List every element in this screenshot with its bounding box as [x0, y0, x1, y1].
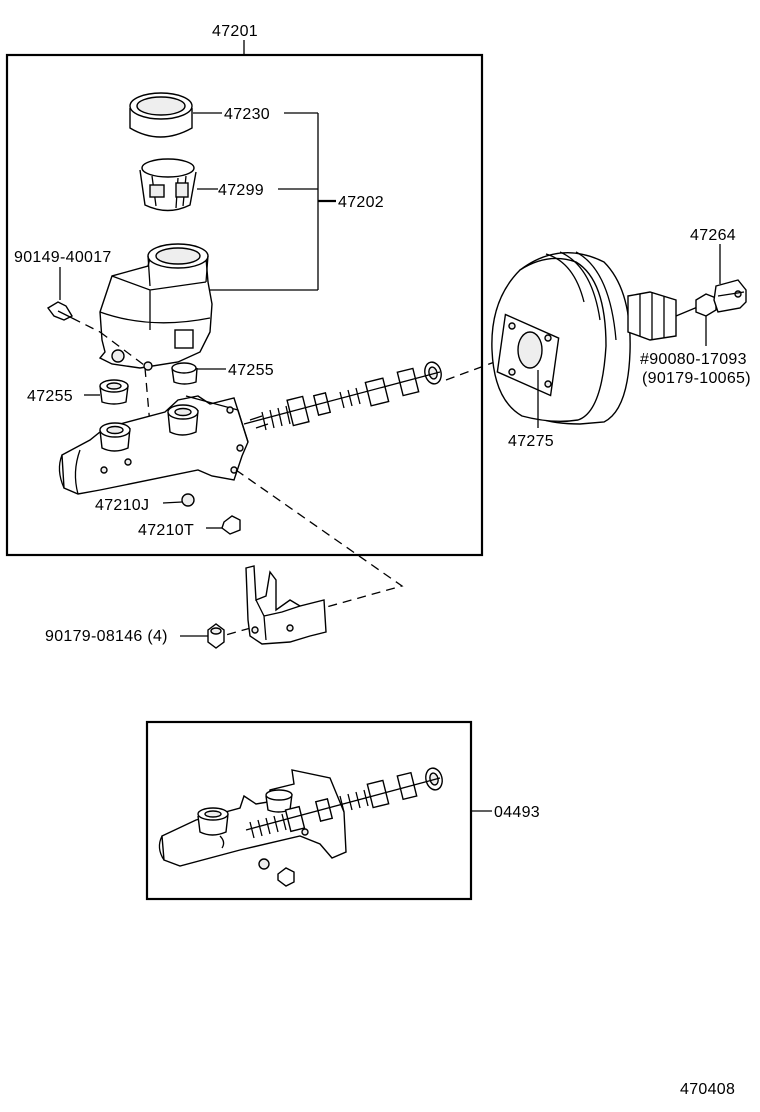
brake-booster — [491, 251, 701, 425]
bracket-dashed-path — [221, 469, 404, 637]
grommet-left — [99, 379, 129, 405]
plug-t — [221, 515, 241, 535]
repair-kit-bolt — [277, 867, 295, 887]
label-strainer: 47299 — [218, 182, 264, 199]
label-plug-j: 47210J — [95, 497, 149, 514]
grommet-right — [171, 362, 198, 385]
clevis — [713, 279, 747, 313]
reservoir-screw — [46, 301, 73, 321]
repair-kit-pistons — [245, 767, 443, 839]
reservoir-bracket — [208, 113, 319, 291]
page-code: 470408 — [680, 1081, 735, 1098]
cylinder-booster-dash — [445, 359, 501, 381]
label-assembly: 47201 — [212, 23, 258, 40]
label-reservoir-screw: 90149-40017 — [14, 249, 112, 266]
plug-j — [181, 493, 195, 507]
label-cap: 47230 — [224, 106, 270, 123]
clevis-nut — [695, 293, 717, 317]
repair-kit-plug — [258, 858, 270, 870]
piston-assembly — [243, 361, 442, 431]
plug-j-leader — [162, 501, 183, 504]
mounting-bracket — [245, 565, 327, 645]
label-grommet-left: 47255 — [27, 388, 73, 405]
label-bracket-nut: 90179-08146 (4) — [45, 628, 168, 645]
bracket-nut — [207, 623, 225, 649]
label-booster: 47275 — [508, 433, 554, 450]
reservoir-body — [98, 243, 213, 371]
label-grommet-right: 47255 — [228, 362, 274, 379]
label-clevis: 47264 — [690, 227, 736, 244]
label-clevis-nut: #90080-17093 — [640, 351, 747, 368]
master-cylinder — [58, 395, 249, 495]
label-reservoir: 47202 — [338, 194, 384, 211]
reservoir-strainer — [139, 158, 197, 212]
label-plug-t: 47210T — [138, 522, 194, 539]
screw-dashed-path — [71, 317, 149, 369]
repair-kit-cylinder — [158, 769, 347, 867]
reservoir-cap — [129, 92, 193, 138]
label-repair-kit: 04493 — [494, 804, 540, 821]
label-clevis-nut-alt: (90179-10065) — [642, 370, 751, 387]
